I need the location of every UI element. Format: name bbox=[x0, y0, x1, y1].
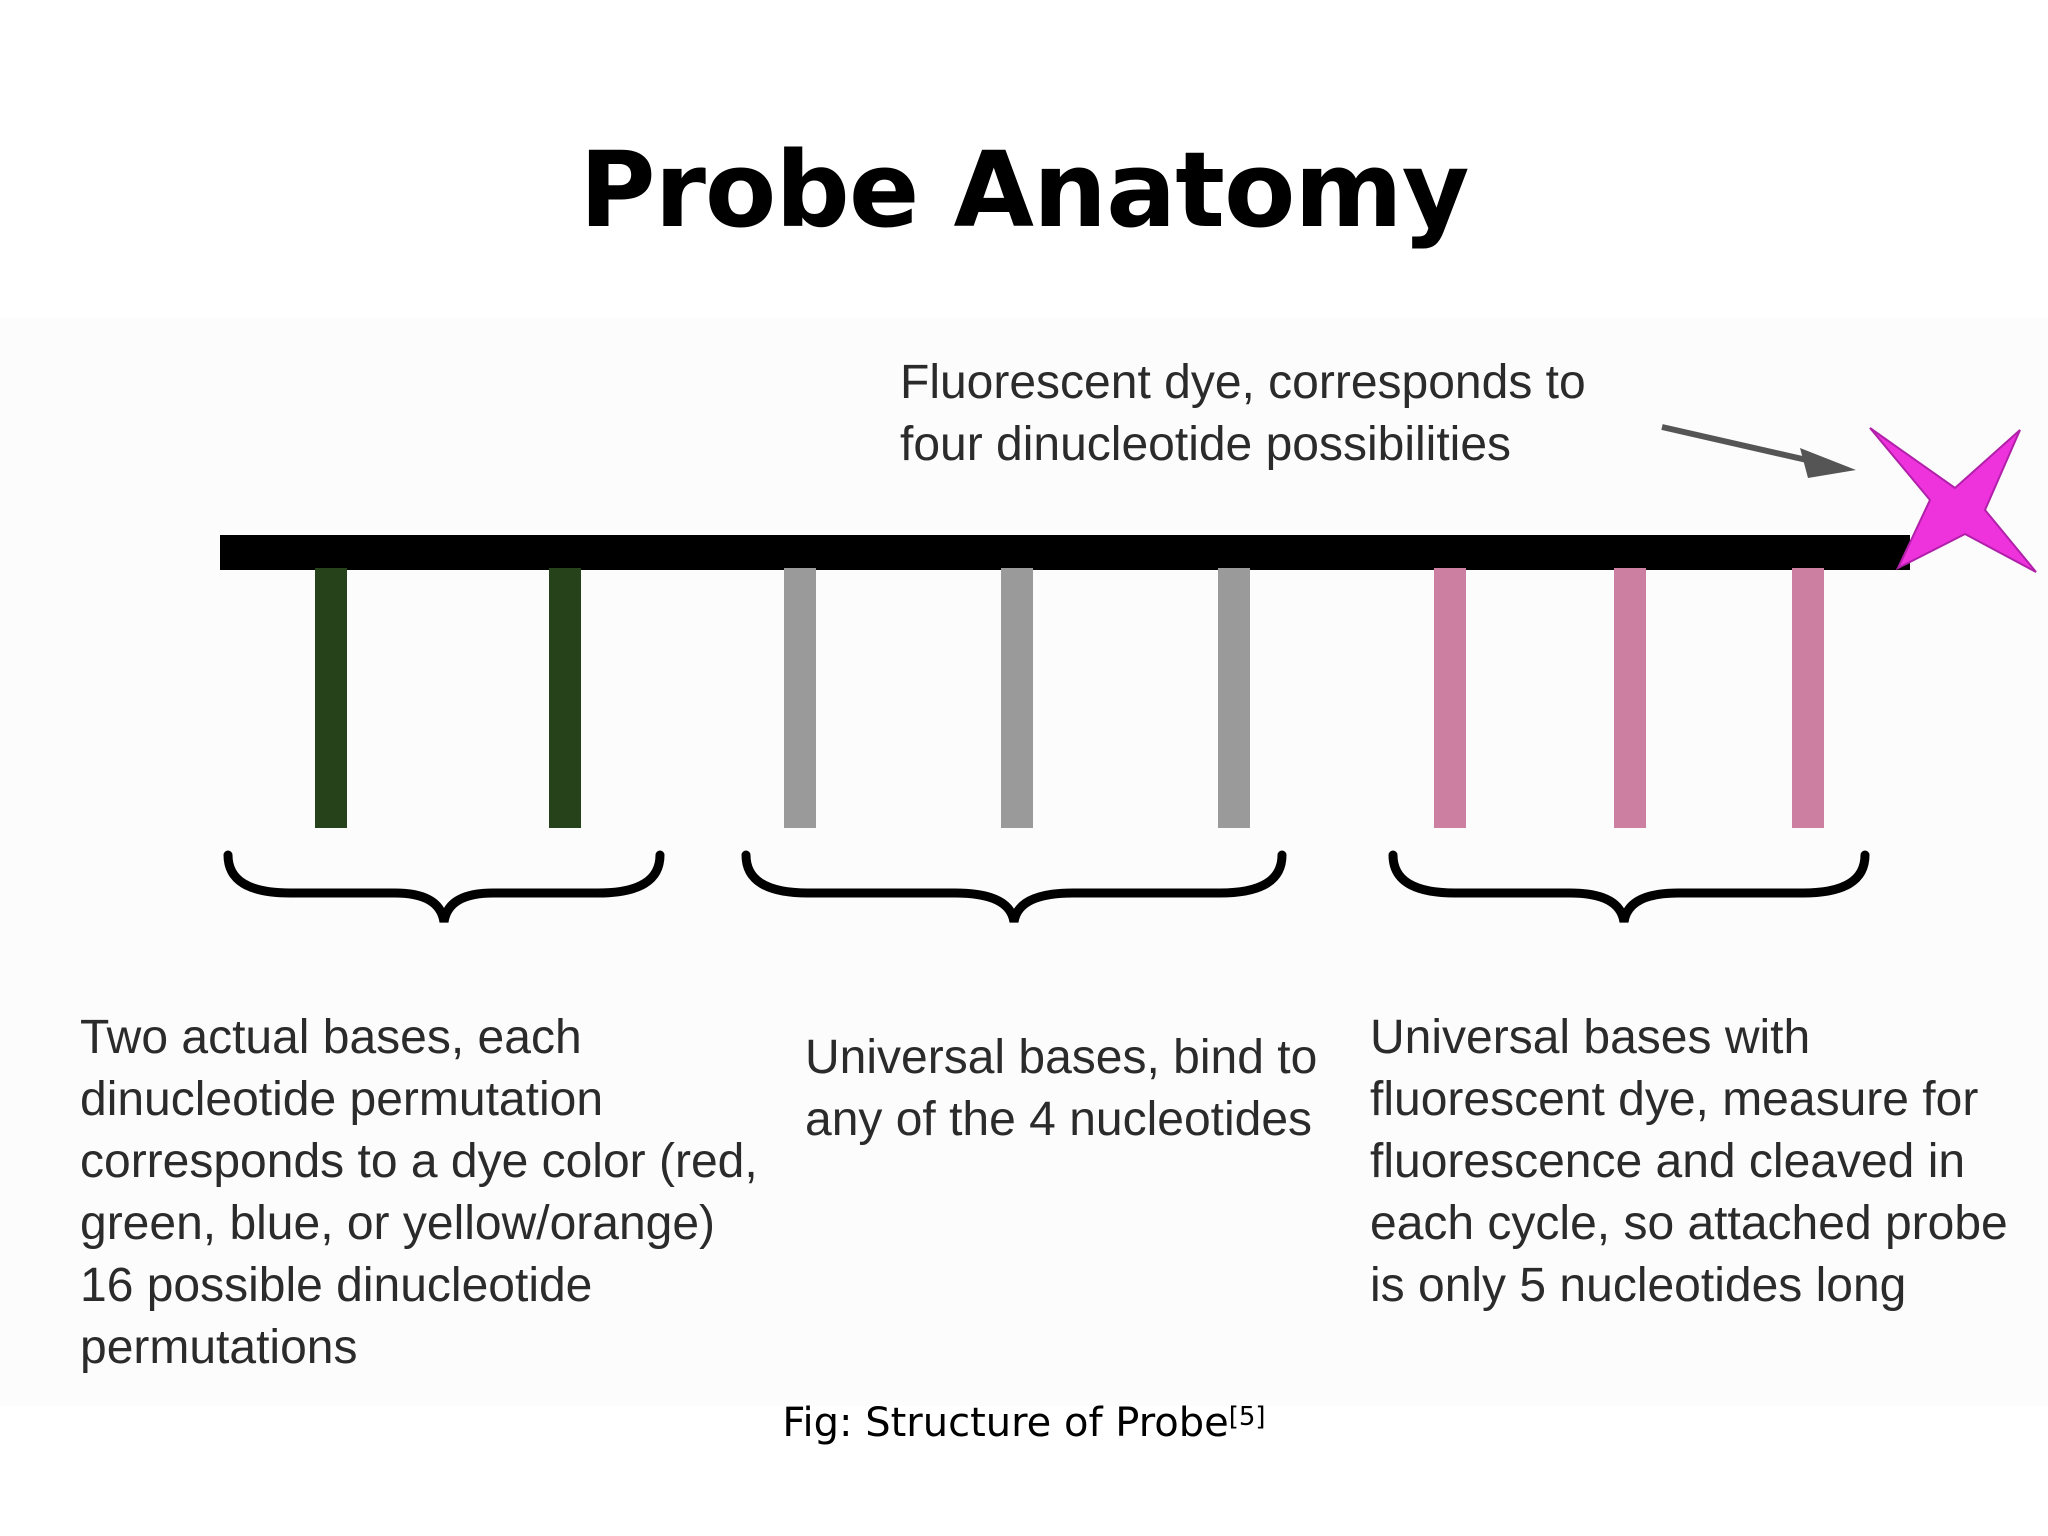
brace-actual-bases bbox=[223, 850, 665, 923]
actual-base-stem bbox=[549, 568, 581, 828]
probe-backbone bbox=[220, 535, 1910, 570]
figure-panel bbox=[0, 318, 2048, 1406]
dye-bases-description: Universal bases with fluorescent dye, me… bbox=[1370, 1011, 2008, 1312]
slide-title: Probe Anatomy bbox=[579, 129, 1469, 251]
caption-reference: [5] bbox=[1228, 1402, 1266, 1432]
actual-bases-description: Two actual bases, each dinucleotide perm… bbox=[80, 1011, 758, 1374]
fluorescent-dye-star bbox=[1869, 427, 2037, 573]
universal-base-stem bbox=[1001, 568, 1033, 828]
brace-dye-bases bbox=[1388, 850, 1870, 923]
universal-base-stem bbox=[784, 568, 816, 828]
universal-base-stem bbox=[1218, 568, 1250, 828]
dye-arrow-line bbox=[1661, 424, 1821, 466]
dye-arrow-head bbox=[1800, 448, 1856, 478]
figure-caption: Fig: Structure of Probe[5] bbox=[0, 1395, 2048, 1451]
universal-bases-description: Universal bases, bind to any of the 4 nu… bbox=[805, 1031, 1318, 1146]
dye-label: Fluorescent dye, corresponds to four din… bbox=[900, 356, 1586, 471]
caption-text: Fig: Structure of Probe bbox=[782, 1400, 1229, 1446]
dye-base-stem bbox=[1792, 568, 1824, 828]
dye-base-stem bbox=[1434, 568, 1466, 828]
actual-base-stem bbox=[315, 568, 347, 828]
dye-base-stem bbox=[1614, 568, 1646, 828]
brace-universal-bases bbox=[741, 850, 1287, 924]
